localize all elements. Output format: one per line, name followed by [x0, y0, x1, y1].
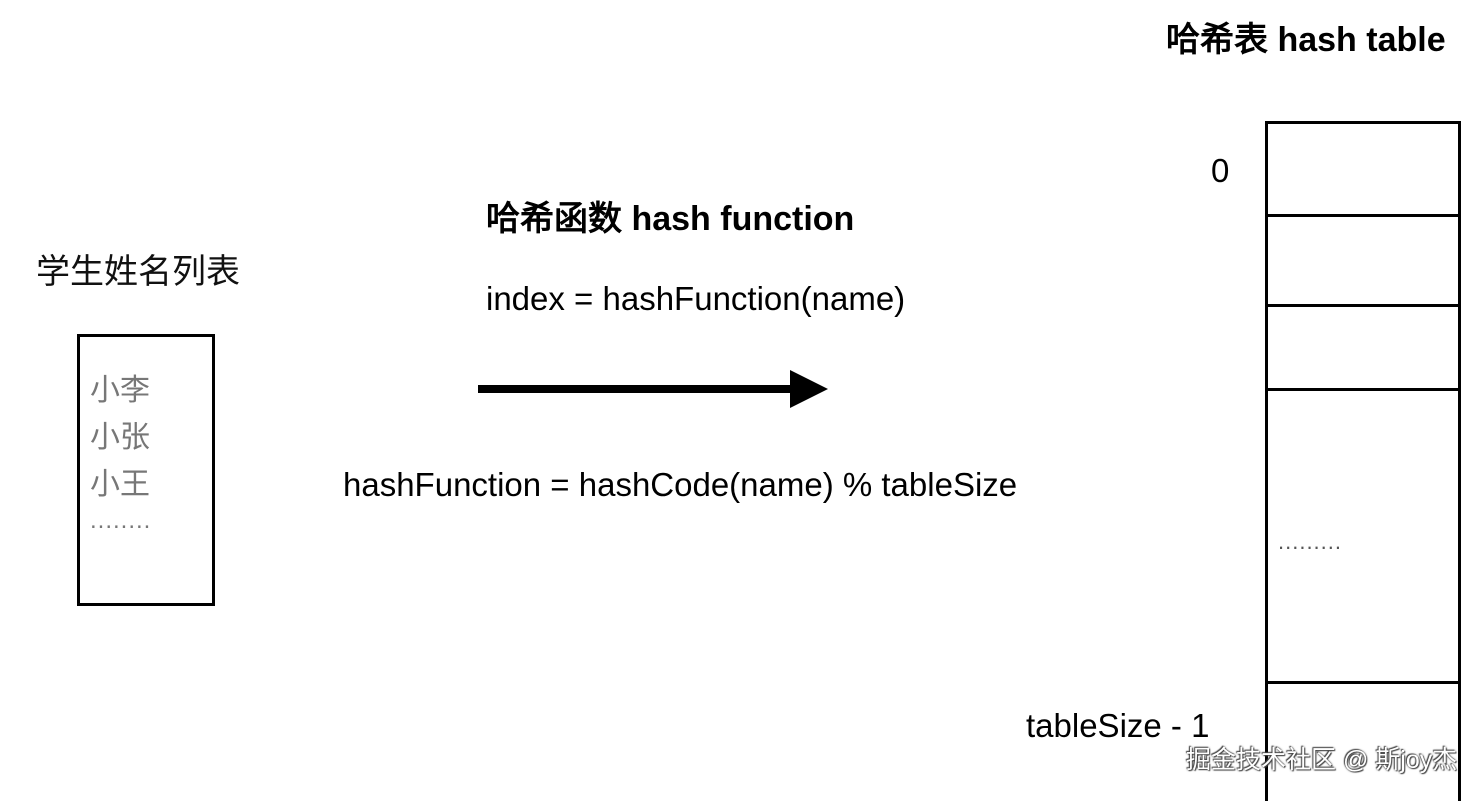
mapping-arrow: [478, 370, 828, 408]
student-list-title: 学生姓名列表: [36, 253, 240, 291]
student-name-list: 小李 小张 小王: [90, 367, 150, 508]
index-formula: index = hashFunction(name): [486, 280, 906, 317]
hash-table: .........: [1265, 121, 1461, 801]
hash-function-title: 哈希函数 hash function: [486, 200, 855, 238]
first-index-label: 0: [1211, 152, 1230, 189]
student-list-box: 小李 小张 小王 ........: [77, 334, 215, 606]
student-name: 小李: [90, 374, 150, 407]
hash-function-formula: hashFunction = hashCode(name) % tableSiz…: [343, 466, 1018, 503]
hash-table-slot: .........: [1268, 391, 1458, 684]
hash-table-slot: [1268, 217, 1458, 307]
hash-table-slot: [1268, 124, 1458, 217]
last-index-label: tableSize - 1: [1026, 707, 1210, 744]
student-name: 小王: [90, 468, 150, 501]
hash-table-slot: [1268, 307, 1458, 391]
student-name: 小张: [90, 421, 150, 454]
arrow-head: [790, 370, 828, 408]
hash-table-title: 哈希表 hash table: [1166, 21, 1446, 59]
watermark: 掘金技术社区 @ 斯joy杰: [1186, 746, 1458, 774]
student-list-ellipsis: ........: [90, 507, 152, 534]
hash-table-ellipsis: .........: [1278, 529, 1343, 554]
